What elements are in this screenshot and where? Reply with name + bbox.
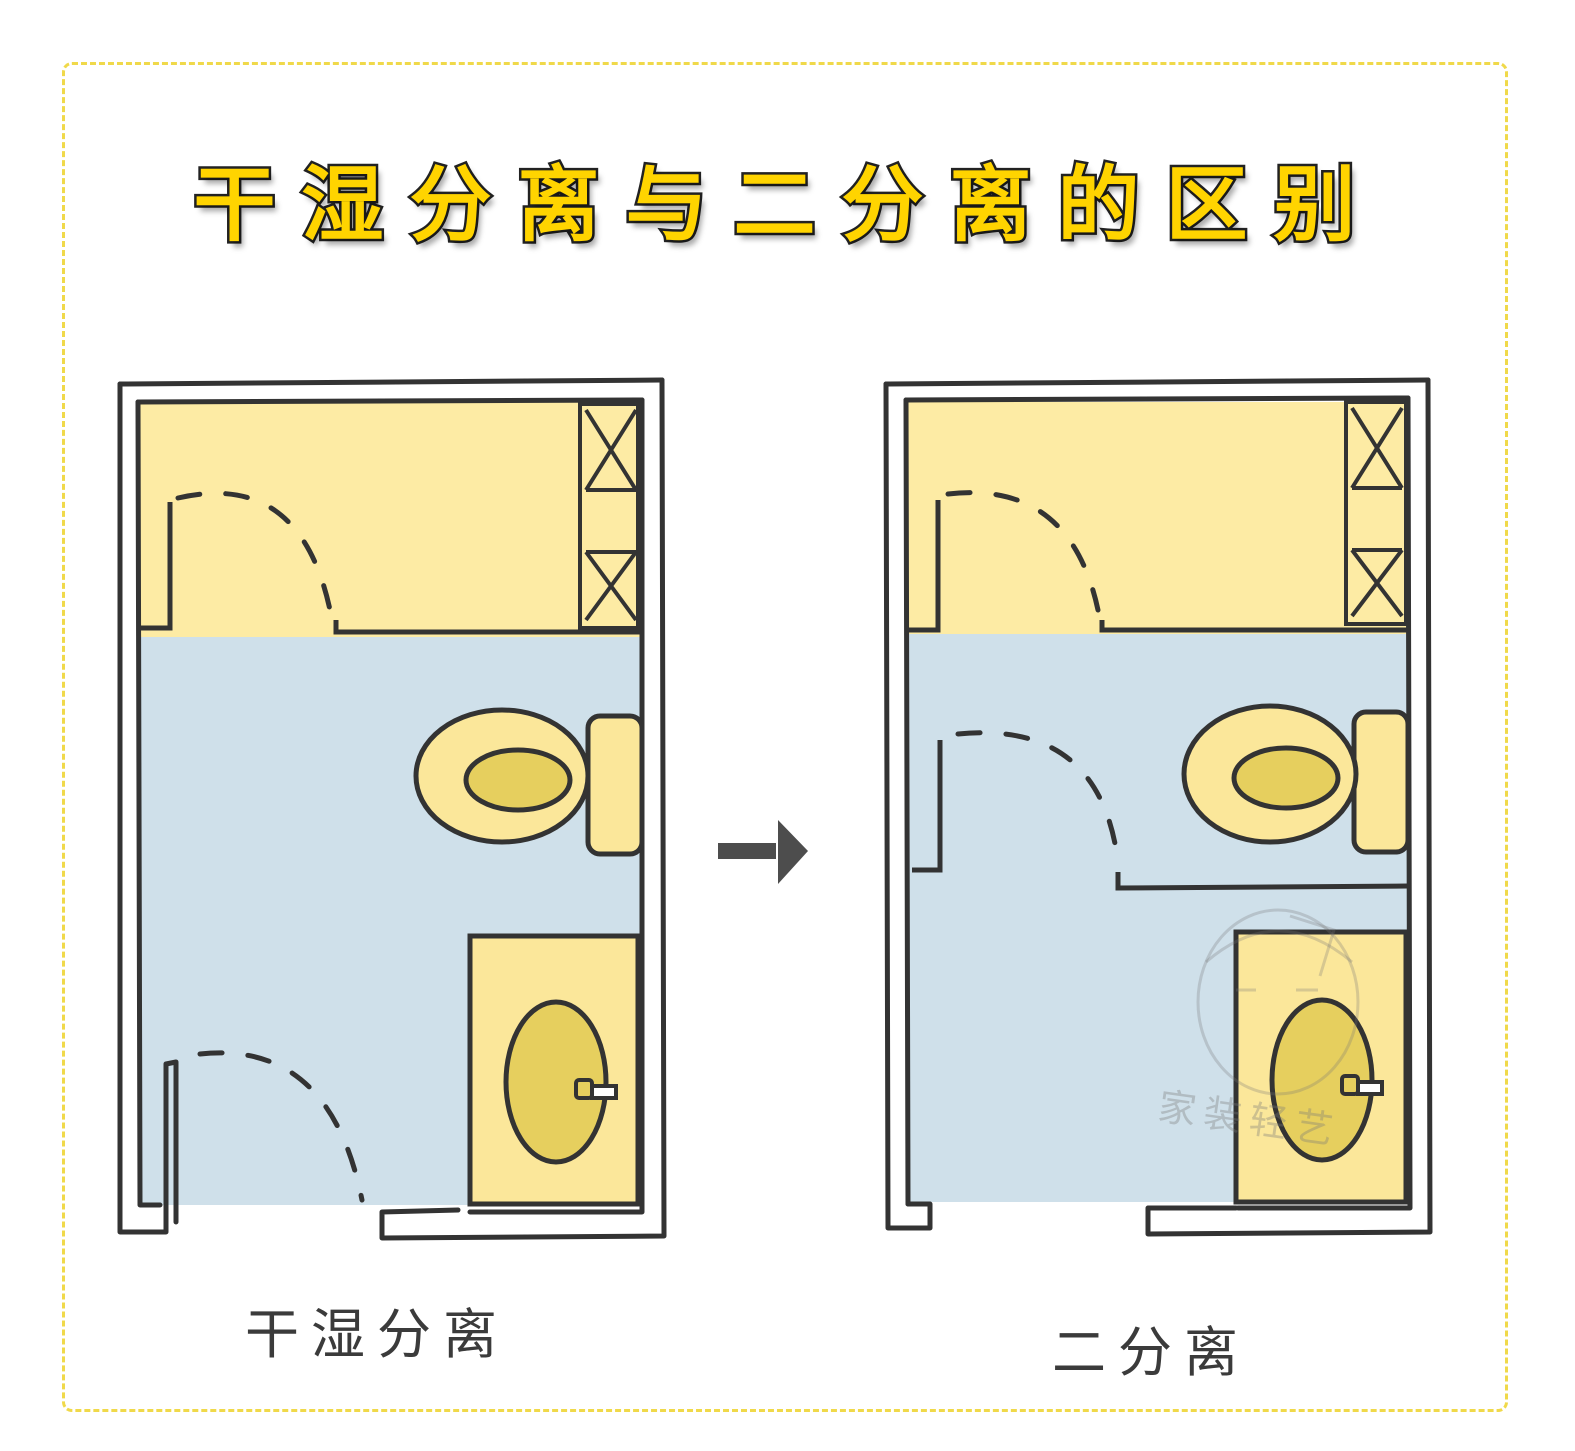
door-swing-icon	[945, 490, 1101, 613]
outer-walls	[883, 377, 1433, 1237]
caption-two-separation: 二分离	[1052, 1321, 1250, 1384]
outer-walls	[117, 377, 667, 1241]
door-swing-icon	[175, 490, 333, 613]
cabinet-icon	[578, 402, 640, 630]
page-title: 干湿分离与二分离的区别	[191, 156, 1382, 256]
plan-dry-wet-separation	[117, 377, 667, 1241]
door-swing-icon	[955, 730, 1121, 865]
toilet-icon	[413, 707, 645, 857]
shower-icon	[1233, 929, 1409, 1205]
dry-zone	[140, 402, 640, 637]
dry-zone	[906, 402, 1408, 634]
caption-dry-wet-separation: 干湿分离	[245, 1303, 509, 1366]
dashed-frame	[62, 62, 1508, 1412]
arrow-right-icon	[718, 820, 808, 884]
partition-wall	[906, 500, 1409, 891]
toilet-icon	[1181, 703, 1411, 855]
partition-wall	[140, 502, 642, 635]
cabinet-icon	[1344, 400, 1408, 626]
shower-icon	[467, 933, 641, 1207]
plan-two-separation	[883, 377, 1433, 1237]
door-swing-icon	[197, 1050, 365, 1203]
watermark-logo	[1196, 908, 1360, 1096]
